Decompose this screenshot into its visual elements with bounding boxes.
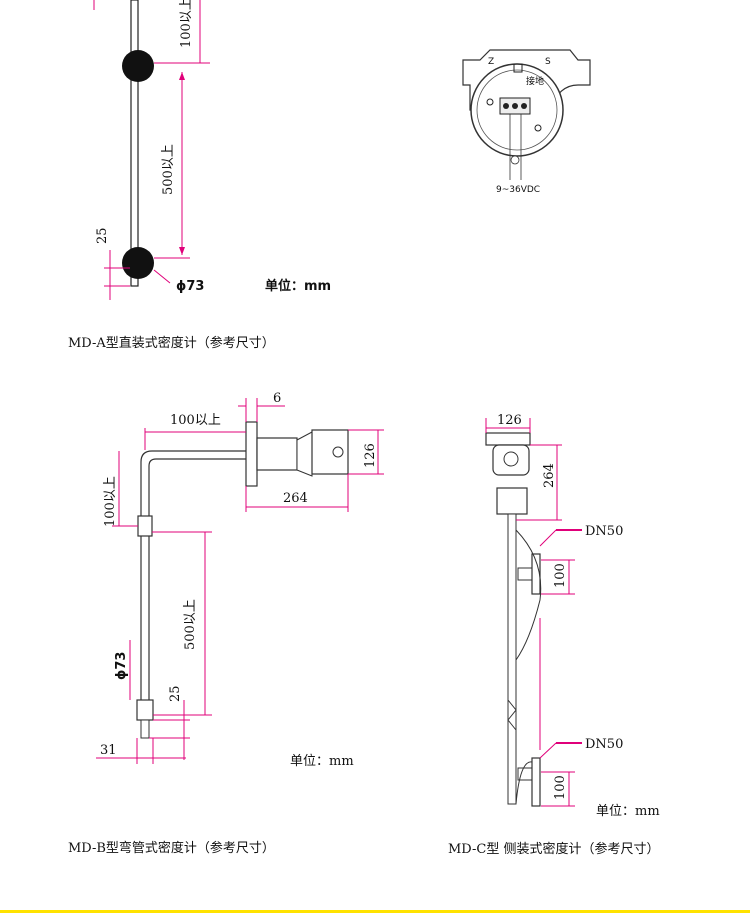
neck-cone-b [296,431,313,477]
diagram-b: 6 100以上 126 264 100以上 500以上 ϕ73 25 [96,391,384,769]
screw-icon [521,103,527,109]
bypass-line-lower [515,761,533,805]
bypass-weld-icon [507,699,517,731]
arrow-head [179,72,185,80]
bypass-line-upper [515,529,542,661]
dim-label-264-b: 264 [283,491,308,506]
flange-b [245,421,258,487]
screw-icon [512,103,518,109]
pipe-outer [140,450,246,720]
flange-lower-c [531,757,541,807]
label-z: Z [488,57,494,67]
arrow-head [179,247,185,255]
dim-label-100: 100以上 [179,0,194,48]
diagram-a: 100以上 500以上 25 ϕ73 单位：mm [93,0,331,300]
dim-label-25: 25 [95,227,110,244]
neck-b [256,437,298,471]
float-ball-lower [122,247,154,279]
probe-tube-a [130,0,139,287]
dim-label-100-upper: 100 [553,563,568,588]
dim-label-500-b: 500以上 [183,599,198,650]
dim-label-25-b: 25 [168,685,183,702]
head-body-c [492,444,530,476]
dim-label-diameter: ϕ73 [176,279,204,294]
dim-label-100h: 100以上 [170,413,221,428]
dim-label-31: 31 [100,743,117,758]
unit-label-c: 单位：mm [596,804,660,819]
dim-label-126-b: 126 [363,443,378,468]
diagram-c: 126 264 DN50 100 DN50 100 单位：mm [485,413,660,819]
dim-label-dia-b: ϕ73 [114,652,129,680]
cable-gland-icon [332,446,344,458]
unit-label-a: 单位：mm [265,278,331,294]
neck-c [496,487,528,515]
mount-hole-icon [486,98,494,106]
probe-tip-b [136,699,154,721]
dn-label-upper: DN50 [585,524,623,539]
flange-upper-c [531,553,541,595]
screw-icon [503,103,509,109]
dn-label-lower: DN50 [585,737,623,752]
pipe-inner [148,458,246,720]
mount-hole-icon [534,124,542,132]
dim-label-264-c: 264 [542,463,557,488]
caption-a: MD-A型直装式密度计（参考尺寸） [68,336,275,351]
transmitter-head-b [311,429,349,475]
dim-label-126-c: 126 [497,413,522,428]
dim-label-100v: 100以上 [103,476,118,527]
voltage-label: 9~36VDC [496,185,540,195]
leader-line [539,529,557,547]
label-s: S [545,57,551,67]
leader-line [539,742,557,759]
side-fitting-upper [517,567,533,581]
bottom-rule [0,910,750,913]
display-window-icon [503,451,519,467]
caption-c: MD-C型 侧装式密度计（参考尺寸） [448,842,660,857]
pipe-coupling-b [137,515,153,537]
terminal-box: Z S 接地 9~36VDC [462,49,591,195]
head-top-c [485,432,531,446]
ground-label: 接地 [526,75,544,87]
dim-label-100-lower: 100 [553,775,568,800]
pipe-c [507,513,517,805]
float-ball-upper [122,50,154,82]
caption-b: MD-B型弯管式密度计（参考尺寸） [68,841,275,856]
dim-label-500: 500以上 [161,144,176,195]
leader-line [153,269,171,284]
ground-symbol-icon [513,63,523,73]
housing-circle-inner [476,69,558,151]
dim-label-6: 6 [273,391,281,406]
unit-label-b: 单位：mm [290,754,354,769]
probe-end-b [140,719,150,739]
power-source-icon [510,155,520,165]
